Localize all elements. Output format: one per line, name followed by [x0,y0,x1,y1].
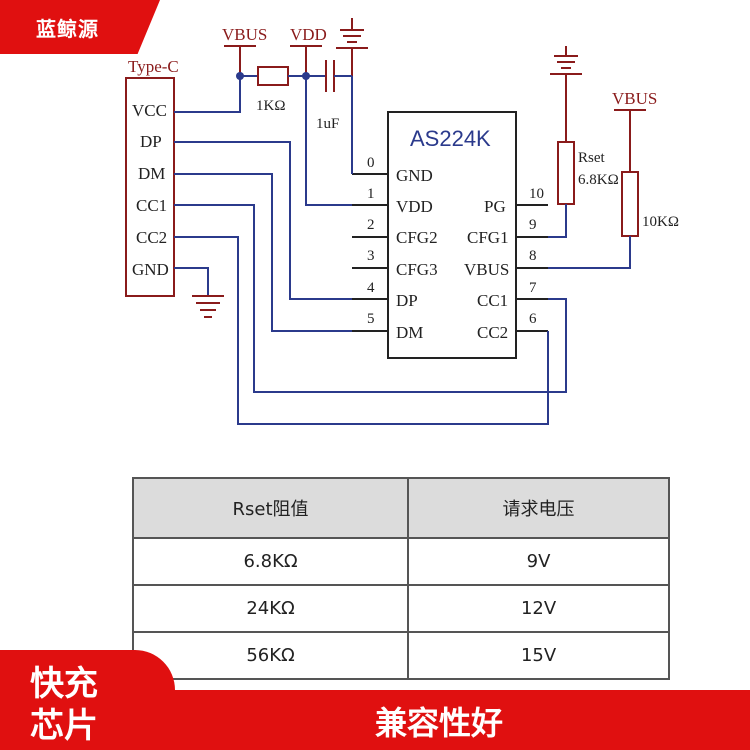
table-row: 6.8KΩ 9V [131,537,670,586]
chip-pin-num-5: 5 [367,311,375,327]
connector-pin-gnd: GND [132,260,169,279]
chip-pin-num-9: 9 [529,217,537,233]
ground-icon-connector [192,295,224,318]
badge-line-1: 快充 [30,664,98,704]
chip-pin-num-3: 3 [367,248,375,264]
ground-icon-rset [550,46,582,142]
wire-vdd [305,76,352,206]
chip-pin-num-4: 4 [367,280,375,296]
rset-value-label: 6.8KΩ [578,172,619,188]
wire-cc2 [174,236,549,425]
resistor-10k-label: 10KΩ [642,214,679,230]
chip-pin-dm: DM [396,323,423,342]
brand-tag: 蓝鲸源 [0,0,160,54]
resistor-1k-label: 1KΩ [256,98,285,114]
circuit-schematic: Type-C VCC DP DM CC1 CC2 GND AS224K GND … [125,18,679,425]
table-header-voltage: 请求电压 [407,477,670,539]
chip-pin-cc1: CC1 [477,291,508,310]
wire-rset [548,204,567,238]
resistor-rset [557,141,575,205]
net-label-vbus-top: VBUS [222,25,267,44]
capacitor-label: 1uF [316,116,339,132]
connector-pin-cc2: CC2 [136,228,167,247]
table-header-rset: Rset阻值 [131,477,410,539]
badge-line-2: 芯片 [30,706,98,746]
chip-pin-cc2: CC2 [477,323,508,342]
chip-name: AS224K [410,126,491,151]
connector-pin-cc1: CC1 [136,196,167,215]
table-row: 56KΩ 15V [131,631,670,680]
wire-cc1 [174,204,567,393]
table-cell: 24KΩ [131,584,410,633]
chip-pin-vdd: VDD [396,197,433,216]
resistor-1k [257,66,289,86]
fast-charge-badge: 快充 芯片 [0,650,175,750]
chip-pin-cfg2: CFG2 [396,228,438,247]
bottom-banner: 兼容性好 [175,690,750,750]
connector-pin-dp: DP [140,132,162,151]
connector-box [125,77,175,297]
wire-dp [174,141,352,300]
chip-pin-pg: PG [484,197,506,216]
bottom-banner-text: 兼容性好 [375,704,504,742]
ground-icon-top [336,18,368,76]
chip-pin-num-2: 2 [367,217,375,233]
brand-name: 蓝鲸源 [36,17,99,41]
net-label-vbus-right: VBUS [612,89,657,108]
rset-name-label: Rset [578,150,606,166]
connector-title: Type-C [128,57,179,76]
chip-pin-num-10: 10 [529,186,544,202]
wire-vcc [174,76,241,113]
table-cell: 12V [407,584,670,633]
wire-conn-gnd [174,267,209,296]
table-cell: 56KΩ [131,631,410,680]
chip-pin-num-6: 6 [529,311,537,327]
chip-pin-num-1: 1 [367,186,375,202]
chip-pin-cfg1: CFG1 [467,228,509,247]
wire-10k [548,236,631,269]
connector-pin-dm: DM [138,164,165,183]
chip-pin-gnd: GND [396,166,433,185]
chip-pin-num-7: 7 [529,280,537,296]
chip-box [387,111,517,359]
wire-dm [174,173,352,332]
chip-pin-vbus: VBUS [464,260,509,279]
table-header-row: Rset阻值 请求电压 [131,477,670,539]
resistor-10k [621,171,639,237]
chip-pin-num-8: 8 [529,248,537,264]
table-cell: 15V [407,631,670,680]
table-cell: 9V [407,537,670,586]
connector-pin-vcc: VCC [132,101,167,120]
rset-voltage-table: Rset阻值 请求电压 6.8KΩ 9V 24KΩ 12V 56KΩ 15V [131,477,670,680]
chip-pin-cfg3: CFG3 [396,260,438,279]
net-label-vdd-top: VDD [290,25,327,44]
chip-pin-dp: DP [396,291,418,310]
table-cell: 6.8KΩ [131,537,410,586]
table-row: 24KΩ 12V [131,584,670,633]
chip-pin-num-0: 0 [367,155,375,171]
